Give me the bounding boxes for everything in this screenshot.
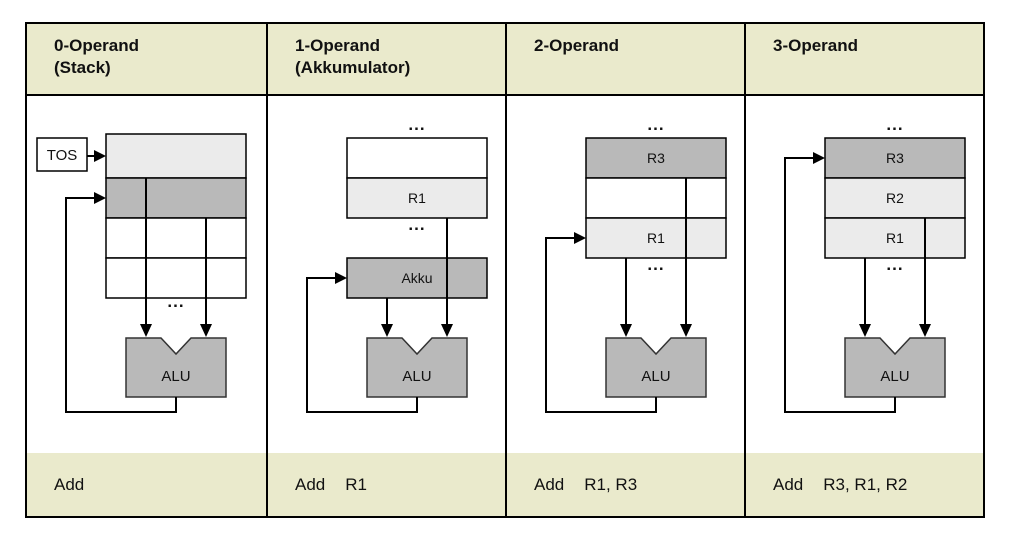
register-cell-r1 [346, 177, 488, 219]
stack-cell [105, 257, 247, 299]
alu-block [125, 337, 227, 398]
feedback-arrowhead-icon [335, 272, 347, 284]
alu-label: ALU [161, 368, 190, 385]
instruction-operands: R1, R3 [584, 474, 638, 494]
column-title: 0-Operand [54, 36, 140, 55]
header-cell-0-operand: 0-Operand (Stack) [27, 24, 266, 94]
register-label-r1: R1 [886, 230, 904, 246]
tos-arrowhead-icon [94, 150, 106, 162]
register-cell-r1 [824, 217, 966, 259]
three-operand-register-diagram: ... R3 R2 R1 ... ALU [784, 115, 966, 413]
column-title: 3-Operand [773, 36, 859, 55]
arrowhead-icon [381, 324, 393, 337]
instruction-operands: R1 [345, 474, 367, 494]
alu-block [366, 337, 468, 398]
alu-label: ALU [641, 368, 670, 385]
instruction-cell-1-operand: Add R1 [266, 453, 505, 516]
register-cell-r1 [585, 217, 727, 259]
akku-label: Akku [401, 270, 432, 286]
register-cell-r3 [824, 137, 966, 179]
result-feedback-wire [306, 277, 418, 413]
column-title: 1-Operand [295, 36, 381, 55]
alu-label: ALU [880, 368, 909, 385]
accumulator-architecture-diagram: ... R1 ... Akku ALU [306, 115, 488, 413]
header-cell-3-operand: 3-Operand [744, 24, 983, 94]
register-label-r1: R1 [647, 230, 665, 246]
diagram-cell-1-operand: ... R1 ... Akku ALU [266, 96, 505, 453]
arrowhead-icon [140, 324, 152, 337]
feedback-arrowhead-icon [94, 192, 106, 204]
register-cell-r2 [824, 177, 966, 219]
header-cell-2-operand: 2-Operand [505, 24, 744, 94]
ellipsis-bottom: ... [647, 255, 664, 274]
register-label-r3: R3 [886, 150, 904, 166]
instruction-cell-0-operand: Add [27, 453, 266, 516]
feedback-arrowhead-icon [813, 152, 825, 164]
header-cell-1-operand: 1-Operand (Akkumulator) [266, 24, 505, 94]
instruction-mnemonic: Add [295, 474, 326, 494]
instruction-row: Add Add R1 Add R1, R3 Add R3, R1, R2 [27, 453, 983, 516]
column-subtitle: (Stack) [54, 57, 111, 77]
feedback-arrowhead-icon [574, 232, 586, 244]
stack-cell-tos [105, 133, 247, 179]
tos-label: TOS [47, 147, 78, 164]
alu-label: ALU [402, 368, 431, 385]
column-title: 2-Operand [534, 36, 620, 55]
two-operand-register-diagram: ... R3 R1 ... ALU [545, 115, 727, 413]
arrowhead-icon [441, 324, 453, 337]
arrowhead-icon [620, 324, 632, 337]
result-feedback-wire [545, 237, 657, 413]
instruction-cell-2-operand: Add R1, R3 [505, 453, 744, 516]
register-cell-r3 [585, 137, 727, 179]
alu-block [844, 337, 946, 398]
ellipsis-top: ... [408, 115, 425, 134]
ellipsis-top: ... [647, 115, 664, 134]
ellipsis-bottom: ... [167, 292, 184, 311]
result-feedback-wire [784, 157, 896, 413]
arrowhead-icon [680, 324, 692, 337]
instruction-cell-3-operand: Add R3, R1, R2 [744, 453, 983, 516]
register-cell [585, 177, 727, 219]
operand-architecture-table: 0-Operand (Stack) 1-Operand (Akkumulator… [25, 22, 985, 518]
column-subtitle: (Akkumulator) [295, 57, 411, 77]
ellipsis-bottom: ... [886, 255, 903, 274]
instruction-mnemonic: Add [773, 474, 804, 494]
diagram-cell-2-operand: ... R3 R1 ... ALU [505, 96, 744, 453]
diagram-cell-3-operand: ... R3 R2 R1 ... ALU [744, 96, 983, 453]
arrowhead-icon [200, 324, 212, 337]
register-label-r1: R1 [408, 190, 426, 206]
register-label-r2: R2 [886, 190, 904, 206]
arrowhead-icon [919, 324, 931, 337]
stack-cell-second [105, 177, 247, 219]
instruction-mnemonic: Add [54, 474, 85, 494]
tos-pointer-box [36, 137, 88, 172]
alu-block [605, 337, 707, 398]
header-row: 0-Operand (Stack) 1-Operand (Akkumulator… [27, 24, 983, 96]
ellipsis-top: ... [886, 115, 903, 134]
register-label-r3: R3 [647, 150, 665, 166]
instruction-mnemonic: Add [534, 474, 565, 494]
arrowhead-icon [859, 324, 871, 337]
ellipsis-middle: ... [408, 215, 425, 234]
diagram-row: TOS ... ALU [27, 96, 983, 453]
instruction-operands: R3, R1, R2 [823, 474, 908, 494]
register-cell [346, 137, 488, 179]
result-feedback-wire [65, 197, 177, 413]
stack-cell [105, 217, 247, 259]
stack-architecture-diagram: TOS ... ALU [36, 133, 247, 413]
diagram-cell-0-operand: TOS ... ALU [27, 96, 266, 453]
